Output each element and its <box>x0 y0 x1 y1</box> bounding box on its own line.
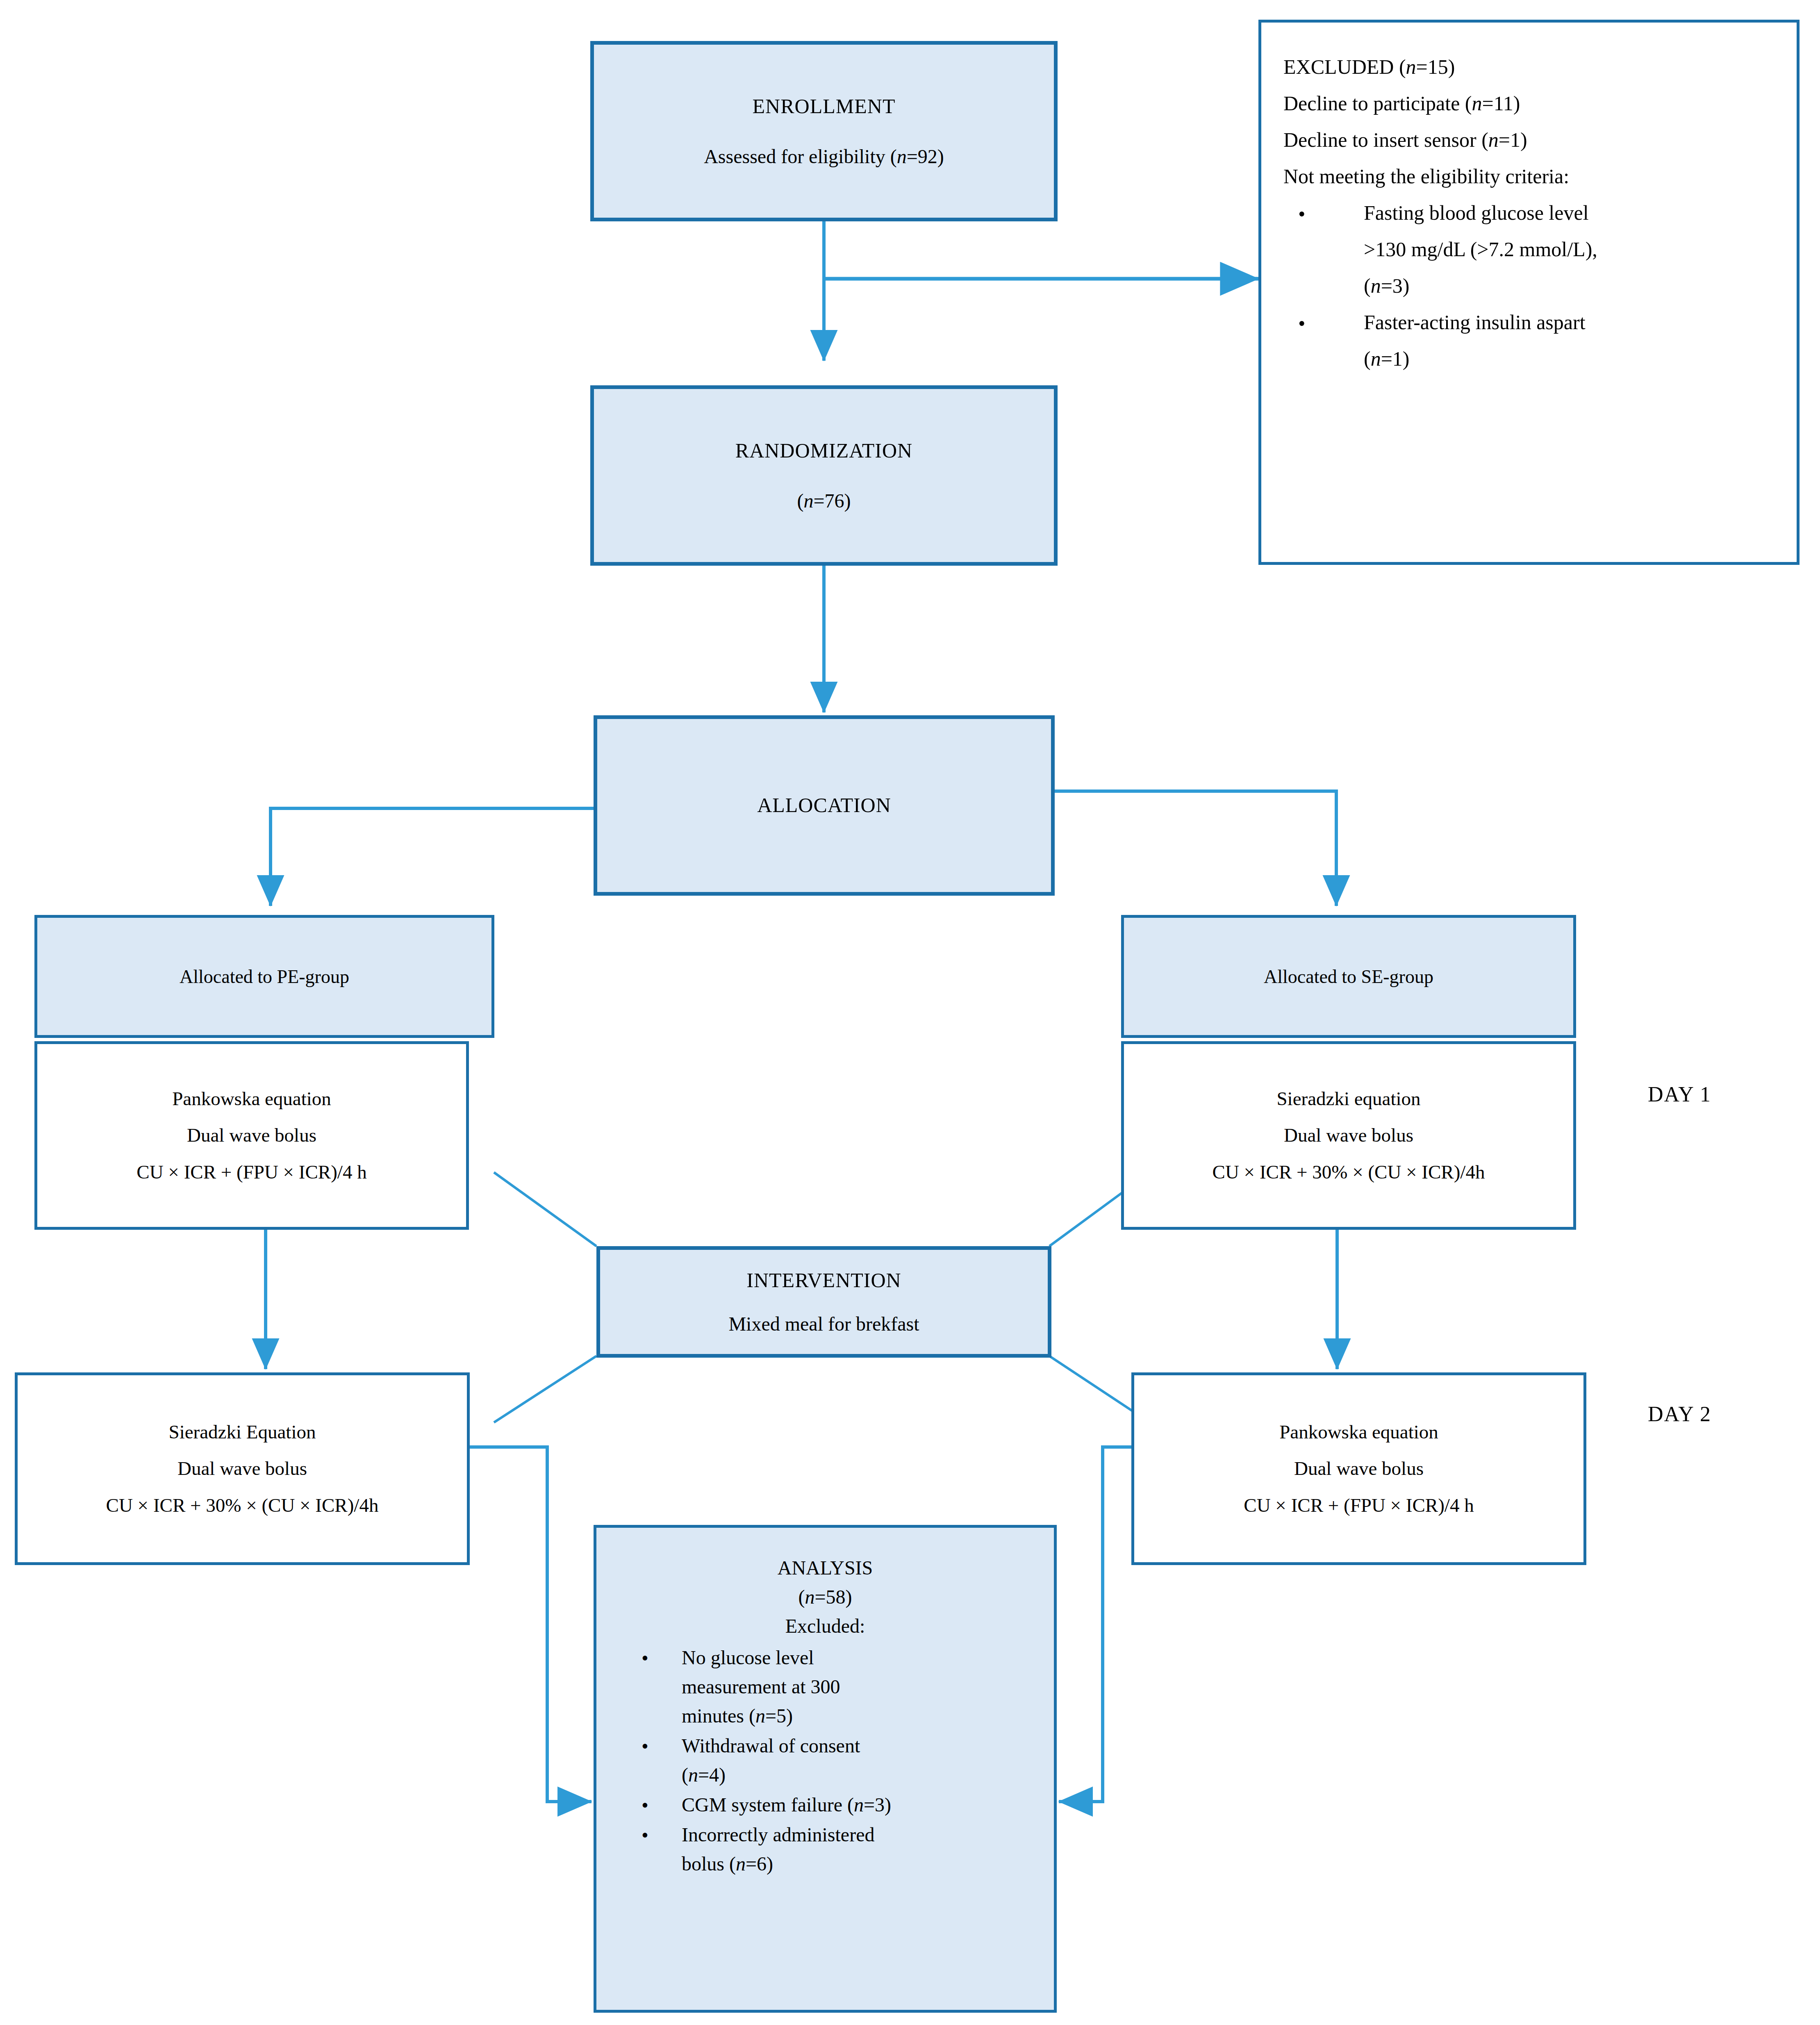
list-item: • No glucose level measurement at 300 mi… <box>613 1643 1037 1730</box>
bullet-line: bolus (n=6) <box>682 1849 1037 1878</box>
pe-day2-line2: Dual wave bolus <box>177 1450 307 1487</box>
allocation-title: ALLOCATION <box>757 790 891 821</box>
bullet-line: (n=3) <box>1364 268 1774 304</box>
bullet-icon: • <box>642 1731 648 1761</box>
excluded-box: EXCLUDED (n=15) Decline to participate (… <box>1258 20 1800 565</box>
bullet-line: Withdrawal of consent <box>682 1731 1037 1760</box>
analysis-bullet-list: • No glucose level measurement at 300 mi… <box>613 1643 1037 1878</box>
se-day1-line2: Dual wave bolus <box>1284 1117 1413 1154</box>
analysis-title: ANALYSIS <box>613 1553 1037 1582</box>
analysis-box: ANALYSIS (n=58) Excluded: • No glucose l… <box>594 1525 1057 2013</box>
excluded-decline-participate: Decline to participate (n=11) <box>1283 85 1774 122</box>
bullet-line: Incorrectly administered <box>682 1820 1037 1849</box>
bullet-line: CGM system failure (n=3) <box>682 1790 1037 1819</box>
pe-day1-line2: Dual wave bolus <box>187 1117 316 1154</box>
randomization-title: RANDOMIZATION <box>735 435 912 467</box>
enrollment-box: ENROLLMENT Assessed for eligibility (n=9… <box>590 41 1058 221</box>
intervention-subtitle: Mixed meal for brekfast <box>728 1309 919 1339</box>
excluded-heading: EXCLUDED (n=15) <box>1283 49 1774 85</box>
enrollment-title: ENROLLMENT <box>753 91 896 123</box>
bullet-line: Fasting blood glucose level <box>1364 195 1774 231</box>
bullet-icon: • <box>642 1791 648 1820</box>
list-item: • Withdrawal of consent (n=4) <box>613 1731 1037 1789</box>
connector-intervention-to-pe-day1 <box>494 1172 596 1246</box>
pe-day2-line1: Sieradzki Equation <box>169 1414 316 1450</box>
bullet-line: minutes (n=5) <box>682 1701 1037 1730</box>
list-item: • Faster-acting insulin aspart (n=1) <box>1283 304 1774 377</box>
list-item: • CGM system failure (n=3) <box>613 1790 1037 1819</box>
randomization-box: RANDOMIZATION (n=76) <box>590 385 1058 566</box>
se-day2-line2: Dual wave bolus <box>1294 1450 1424 1487</box>
excluded-decline-sensor: Decline to insert sensor (n=1) <box>1283 122 1774 158</box>
pe-day2-formula: CU × ICR + 30% × (CU × ICR)/4h <box>106 1487 379 1524</box>
bullet-line: No glucose level <box>682 1643 1037 1672</box>
pe-group-day1-box: Pankowska equation Dual wave bolus CU × … <box>34 1041 469 1230</box>
se-group-header-label: Allocated to SE-group <box>1264 966 1433 987</box>
connector-allocation-to-pe-group <box>271 808 595 906</box>
pe-day1-formula: CU × ICR + (FPU × ICR)/4 h <box>136 1154 366 1190</box>
bullet-icon: • <box>1298 196 1306 232</box>
connector-allocation-to-se-group <box>1053 791 1336 906</box>
pe-group-day2-box: Sieradzki Equation Dual wave bolus CU × … <box>15 1372 470 1565</box>
pe-day1-line1: Pankowska equation <box>172 1081 331 1117</box>
list-item: • Incorrectly administered bolus (n=6) <box>613 1820 1037 1878</box>
connector-intervention-to-pe-day2 <box>494 1356 596 1422</box>
connector-pe-day2-to-analysis <box>467 1447 592 1802</box>
se-day2-formula: CU × ICR + (FPU × ICR)/4 h <box>1244 1487 1474 1524</box>
enrollment-subtitle: Assessed for eligibility (n=92) <box>704 141 944 172</box>
randomization-subtitle: (n=76) <box>797 486 851 516</box>
se-group-header-box: Allocated to SE-group <box>1121 915 1576 1038</box>
bullet-line: (n=1) <box>1364 341 1774 377</box>
excluded-criteria-label: Not meeting the eligibility criteria: <box>1283 158 1774 195</box>
pe-group-header-box: Allocated to PE-group <box>34 915 494 1038</box>
bullet-line: (n=4) <box>682 1760 1037 1789</box>
se-day2-line1: Pankowska equation <box>1279 1414 1438 1450</box>
bullet-line: measurement at 300 <box>682 1672 1037 1701</box>
bullet-icon: • <box>1298 305 1306 342</box>
allocation-box: ALLOCATION <box>594 715 1055 896</box>
analysis-count: (n=58) <box>613 1582 1037 1611</box>
intervention-title: INTERVENTION <box>746 1265 901 1297</box>
day1-label: DAY 1 <box>1648 1082 1711 1106</box>
connector-se-day2-to-analysis <box>1059 1447 1135 1802</box>
intervention-box: INTERVENTION Mixed meal for brekfast <box>596 1246 1051 1358</box>
bullet-icon: • <box>642 1643 648 1672</box>
bullet-icon: • <box>642 1820 648 1850</box>
day2-label: DAY 2 <box>1648 1402 1711 1426</box>
bullet-line: Faster-acting insulin aspart <box>1364 304 1774 341</box>
bullet-line: >130 mg/dL (>7.2 mmol/L), <box>1364 231 1774 268</box>
pe-group-header-label: Allocated to PE-group <box>180 966 349 987</box>
list-item: • Fasting blood glucose level >130 mg/dL… <box>1283 195 1774 304</box>
se-group-day1-box: Sieradzki equation Dual wave bolus CU × … <box>1121 1041 1576 1230</box>
analysis-excluded-label: Excluded: <box>613 1611 1037 1640</box>
se-day1-line1: Sieradzki equation <box>1276 1081 1420 1117</box>
se-group-day2-box: Pankowska equation Dual wave bolus CU × … <box>1131 1372 1586 1565</box>
excluded-bullet-list: • Fasting blood glucose level >130 mg/dL… <box>1283 195 1774 377</box>
se-day1-formula: CU × ICR + 30% × (CU × ICR)/4h <box>1213 1154 1485 1190</box>
